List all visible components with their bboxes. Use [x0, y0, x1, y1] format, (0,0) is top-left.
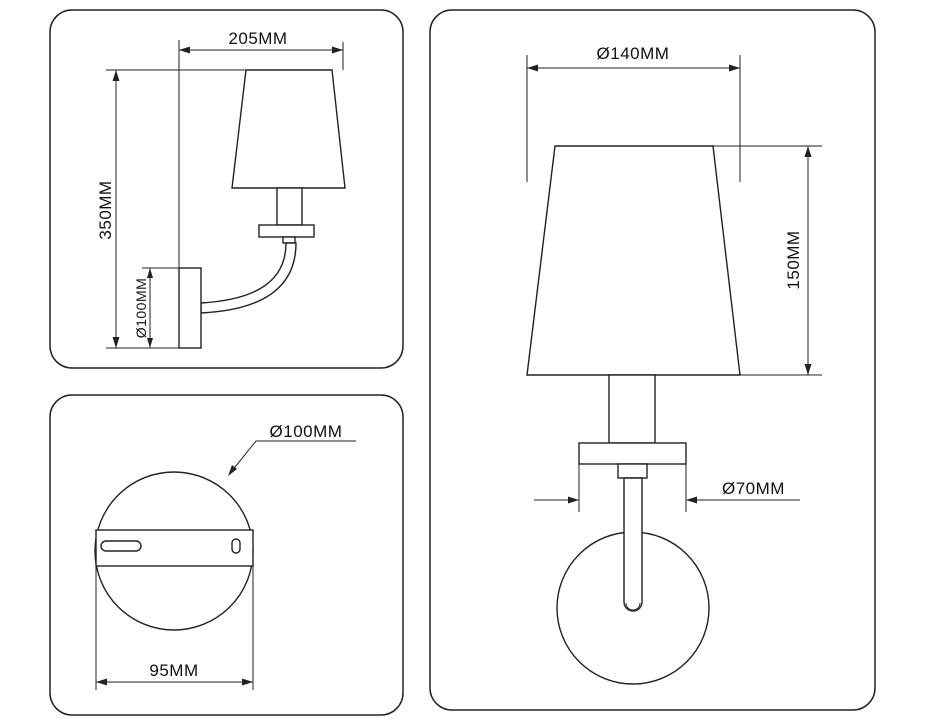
front-socket — [617, 463, 648, 479]
side-wall-plate — [178, 267, 202, 349]
side-height-label: 350MM — [96, 180, 115, 239]
front-stem — [608, 374, 656, 444]
front-cup — [578, 442, 687, 465]
side-base-diameter-label: Ø100MM — [133, 278, 149, 339]
mounting-slot — [100, 540, 142, 552]
side-lamp-shade — [231, 69, 346, 189]
front-lamp-shade — [526, 145, 741, 376]
side-socket — [282, 236, 296, 244]
base-view-panel: Ø100MM 95MM — [49, 394, 404, 716]
front-view-panel: Ø140MM 150MM Ø70MM — [429, 9, 876, 711]
side-stem — [276, 187, 303, 226]
side-width-label: 205MM — [228, 29, 287, 48]
base-diameter-label: Ø100MM — [270, 422, 343, 441]
mounting-hole — [231, 538, 241, 554]
side-cup — [258, 224, 315, 238]
shade-height-label: 150MM — [784, 230, 803, 289]
base-diameter-leader — [230, 440, 257, 473]
front-arm — [623, 477, 643, 612]
shade-diameter-label: Ø140MM — [597, 44, 670, 63]
side-view-panel: 205MM 350MM Ø100MM — [49, 9, 404, 369]
base-width-label: 95MM — [149, 661, 198, 680]
holder-diameter-label: Ø70MM — [722, 479, 785, 498]
